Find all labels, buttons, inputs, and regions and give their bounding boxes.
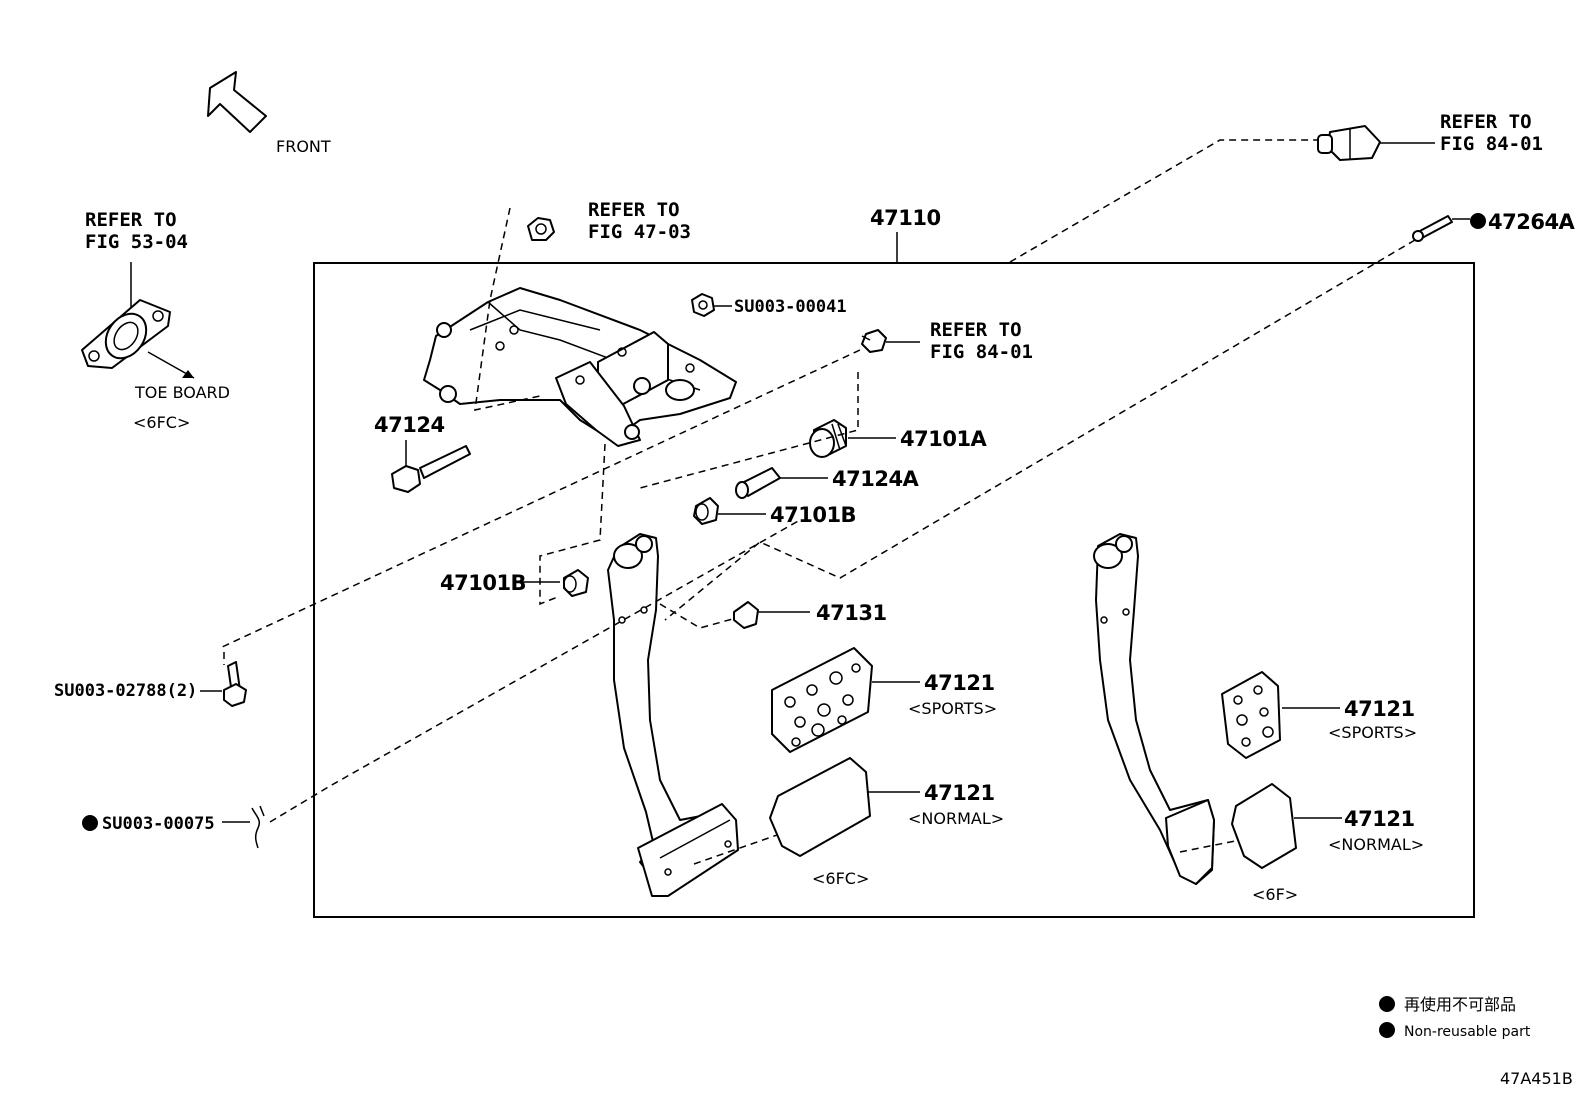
front-arrow-icon (207, 71, 267, 133)
ref-fig53-line2: FIG 53-04 (85, 231, 188, 253)
part-47264A: 47264A (1488, 210, 1576, 234)
figure-code: 47A451B (1500, 1069, 1573, 1088)
dashed-guide (219, 349, 861, 649)
part-47124: 47124 (374, 413, 445, 437)
part-47121-normal-6f: 47121 (1344, 807, 1415, 831)
dashed-guide (639, 372, 859, 489)
part-su003-00075: SU003-00075 (102, 814, 215, 834)
bolt-su003-02788-icon (223, 661, 247, 707)
dashed-guide (664, 239, 1416, 621)
variant-sports-6f: <SPORTS> (1328, 723, 1417, 742)
toe-board-variant: <6FC> (133, 413, 190, 432)
non-reusable-mark-icon (82, 815, 98, 831)
part-47121-sports-6f: 47121 (1344, 697, 1415, 721)
ref-fig53-line1: REFER TO (85, 209, 177, 231)
collar-47124A-icon (735, 467, 781, 499)
clip-su003-00075-icon (251, 805, 265, 849)
stopper-47131-icon (733, 601, 759, 629)
nut-su003-00041-icon (691, 293, 715, 317)
variant-normal-6fc: <NORMAL> (908, 809, 1004, 828)
part-47101B-left: 47101B (440, 571, 526, 595)
ref-fig84-top-line2: FIG 84-01 (1440, 133, 1543, 155)
legend-english: Non-reusable part (1404, 1024, 1531, 1040)
ref-fig84-mid-line2: FIG 84-01 (930, 341, 1033, 363)
ref-fig84-top-line1: REFER TO (1440, 111, 1532, 133)
group-id-47110: 47110 (870, 206, 941, 230)
clip-icon (861, 329, 887, 353)
non-reusable-mark-icon (1470, 213, 1486, 229)
model-6fc-label: <6FC> (812, 869, 869, 888)
dashed-guide (269, 519, 801, 823)
bolt-47124-icon (391, 445, 471, 493)
legend-japanese: 再使用不可部品 (1404, 995, 1516, 1014)
brake-pedal-6f-icon (1093, 533, 1215, 885)
dashed-guide (693, 833, 781, 865)
variant-sports-6fc: <SPORTS> (908, 699, 997, 718)
bushing-47101B-right-icon (693, 497, 719, 525)
assembly-frame (313, 262, 1475, 918)
stop-switch-icon (1317, 125, 1381, 161)
legend-mark-icon (1379, 1022, 1395, 1038)
dashed-guide (659, 603, 737, 629)
part-47124A: 47124A (832, 467, 920, 491)
dashed-guide (539, 443, 606, 606)
model-6f-label: <6F> (1252, 885, 1298, 904)
dashed-guide (474, 207, 541, 411)
part-su003-00041: SU003-00041 (734, 297, 847, 317)
pedal-pad-sports-6fc-icon (771, 647, 873, 753)
dashed-guide (1009, 139, 1325, 263)
pedal-pad-sports-6f-icon (1221, 671, 1281, 759)
part-47121-normal-6fc: 47121 (924, 781, 995, 805)
pin-47264A-icon (1412, 215, 1453, 242)
part-47101B-right: 47101B (770, 503, 856, 527)
dashed-guide (1179, 839, 1241, 853)
front-label: FRONT (276, 137, 331, 156)
variant-normal-6f: <NORMAL> (1328, 835, 1424, 854)
ref-fig84-mid-line1: REFER TO (930, 319, 1022, 341)
toe-board-gasket-icon (81, 299, 171, 369)
part-47131: 47131 (816, 601, 887, 625)
legend-mark-icon (1379, 996, 1395, 1012)
part-47121-sports-6fc: 47121 (924, 671, 995, 695)
pedal-pad-normal-6f-icon (1231, 783, 1297, 869)
brake-pedal-6fc-icon (607, 533, 739, 897)
ref-fig47-line2: FIG 47-03 (588, 221, 691, 243)
pedal-pad-normal-6fc-icon (769, 757, 871, 857)
part-47101A: 47101A (900, 427, 988, 451)
ref-fig47-line1: REFER TO (588, 199, 680, 221)
toe-board-label: TOE BOARD (134, 383, 230, 402)
nut-icon (527, 217, 555, 241)
part-su003-02788: SU003-02788(2) (54, 681, 197, 701)
pedal-bracket-icon (423, 287, 737, 447)
bushing-47101B-left-icon (563, 569, 589, 597)
